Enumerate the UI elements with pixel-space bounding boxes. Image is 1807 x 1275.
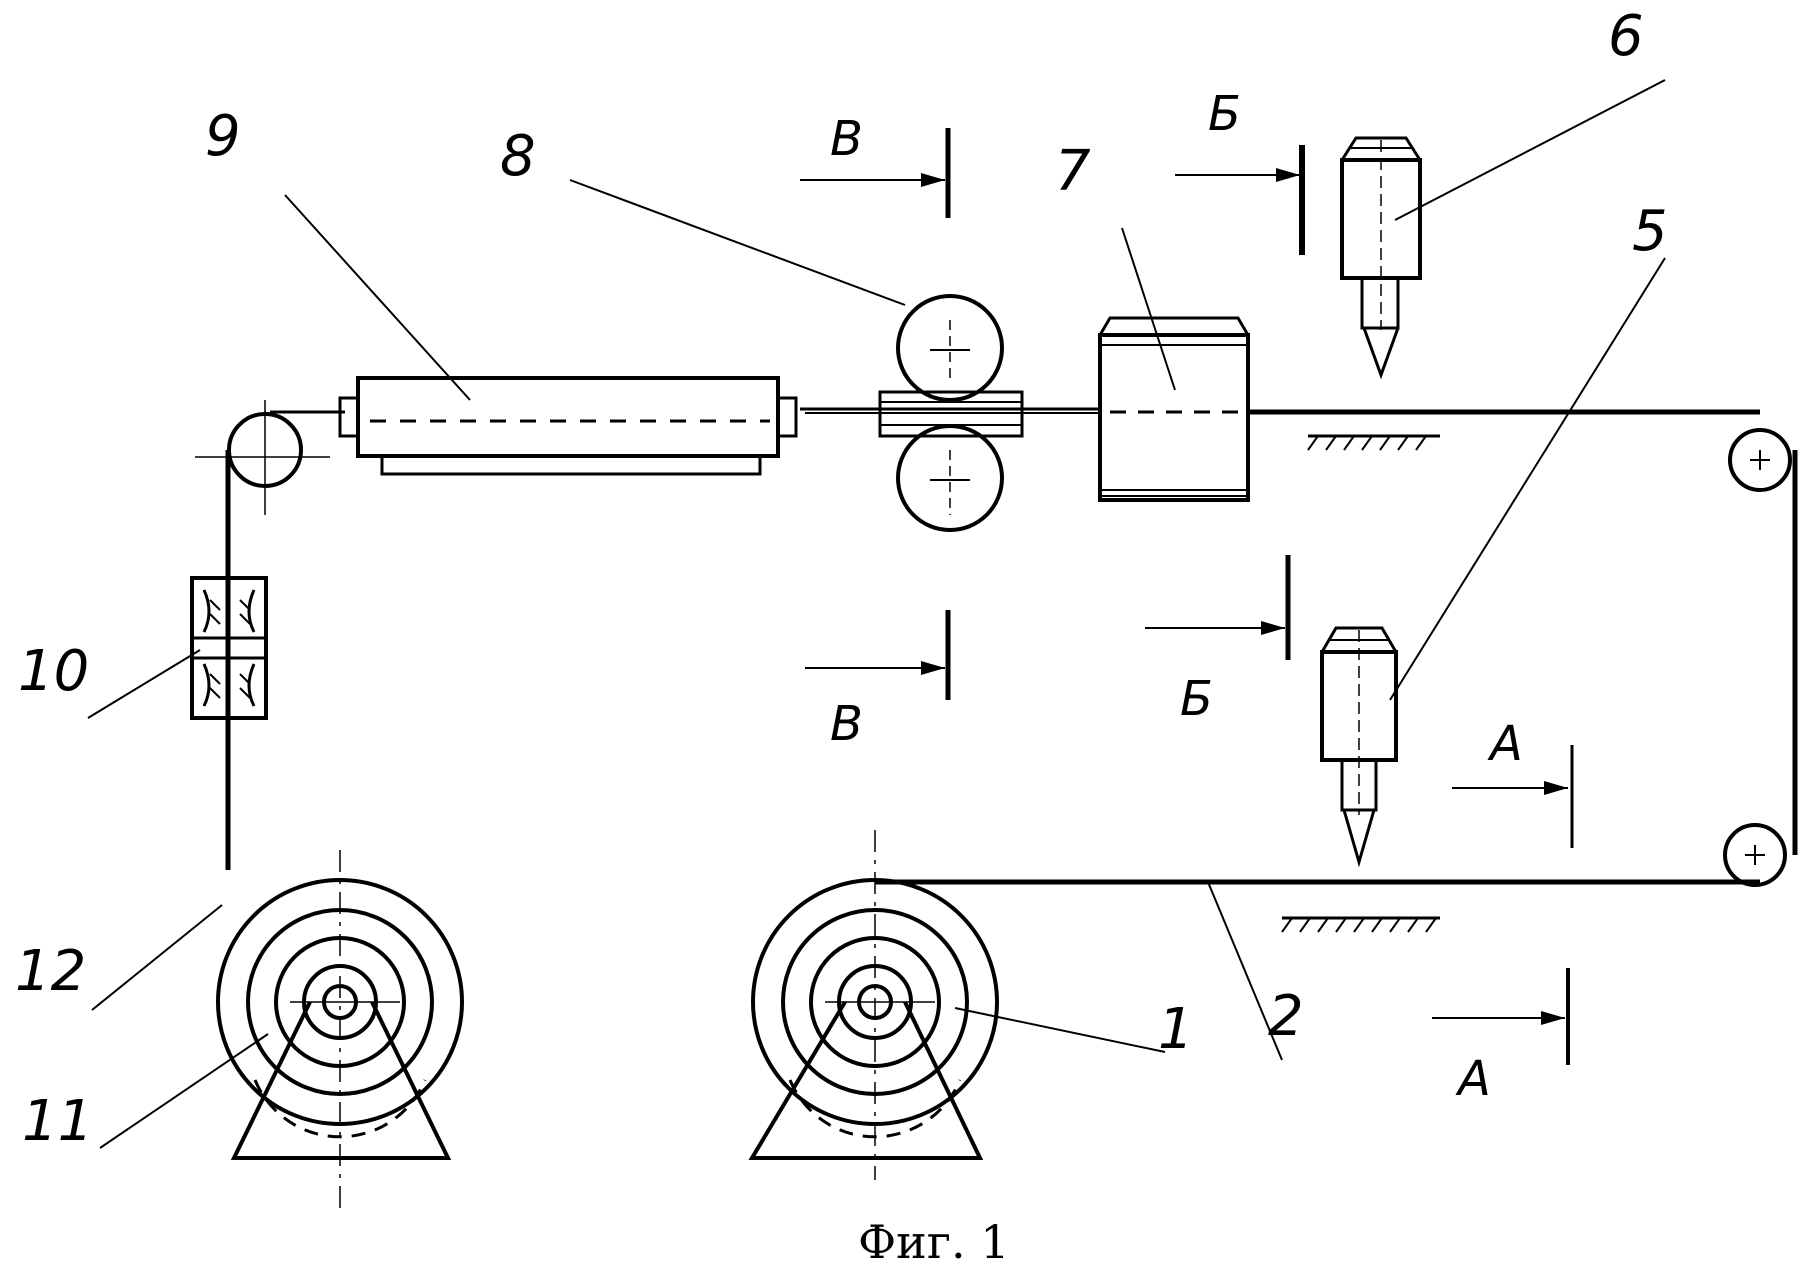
- label-9: 9: [205, 104, 241, 169]
- section-marker-b-top: [1175, 145, 1302, 255]
- section-v-top: В: [830, 111, 863, 167]
- ground-hatch-lower: [1282, 918, 1440, 932]
- guide-roller-bottom: [1725, 825, 1785, 885]
- label-10: 10: [18, 639, 89, 704]
- label-2: 2: [1268, 984, 1304, 1049]
- label-11: 11: [22, 1089, 93, 1154]
- unit-7-block: [1100, 318, 1248, 500]
- section-marker-a-bottom: [1432, 968, 1568, 1065]
- unit-9-heater: [340, 378, 796, 474]
- section-b-top: Б: [1208, 86, 1241, 142]
- guide-roller-top: [1730, 430, 1790, 490]
- label-5: 5: [1632, 199, 1668, 264]
- unit-5-lower-tool: [1322, 628, 1396, 862]
- label-12: 12: [15, 939, 86, 1004]
- ground-hatch-upper: [1308, 436, 1440, 450]
- section-v-bottom: В: [830, 696, 863, 752]
- label-6: 6: [1608, 4, 1644, 69]
- section-a-bottom: А: [1455, 1051, 1491, 1107]
- label-1: 1: [1158, 997, 1194, 1062]
- strip-path: [228, 409, 1795, 882]
- reel-11-takeup: [218, 850, 462, 1210]
- guide-roller-left: [195, 400, 330, 515]
- figure-caption: Фиг. 1: [858, 1215, 1009, 1269]
- unit-6-upper-tool: [1342, 138, 1420, 375]
- section-marker-v-bottom: [805, 610, 948, 700]
- section-marker-b-bottom: [1145, 555, 1288, 660]
- section-a-top: А: [1487, 716, 1523, 772]
- section-marker-v-top: [800, 128, 948, 218]
- label-8: 8: [500, 124, 536, 189]
- section-b-bottom: Б: [1180, 671, 1213, 727]
- label-7: 7: [1055, 139, 1091, 204]
